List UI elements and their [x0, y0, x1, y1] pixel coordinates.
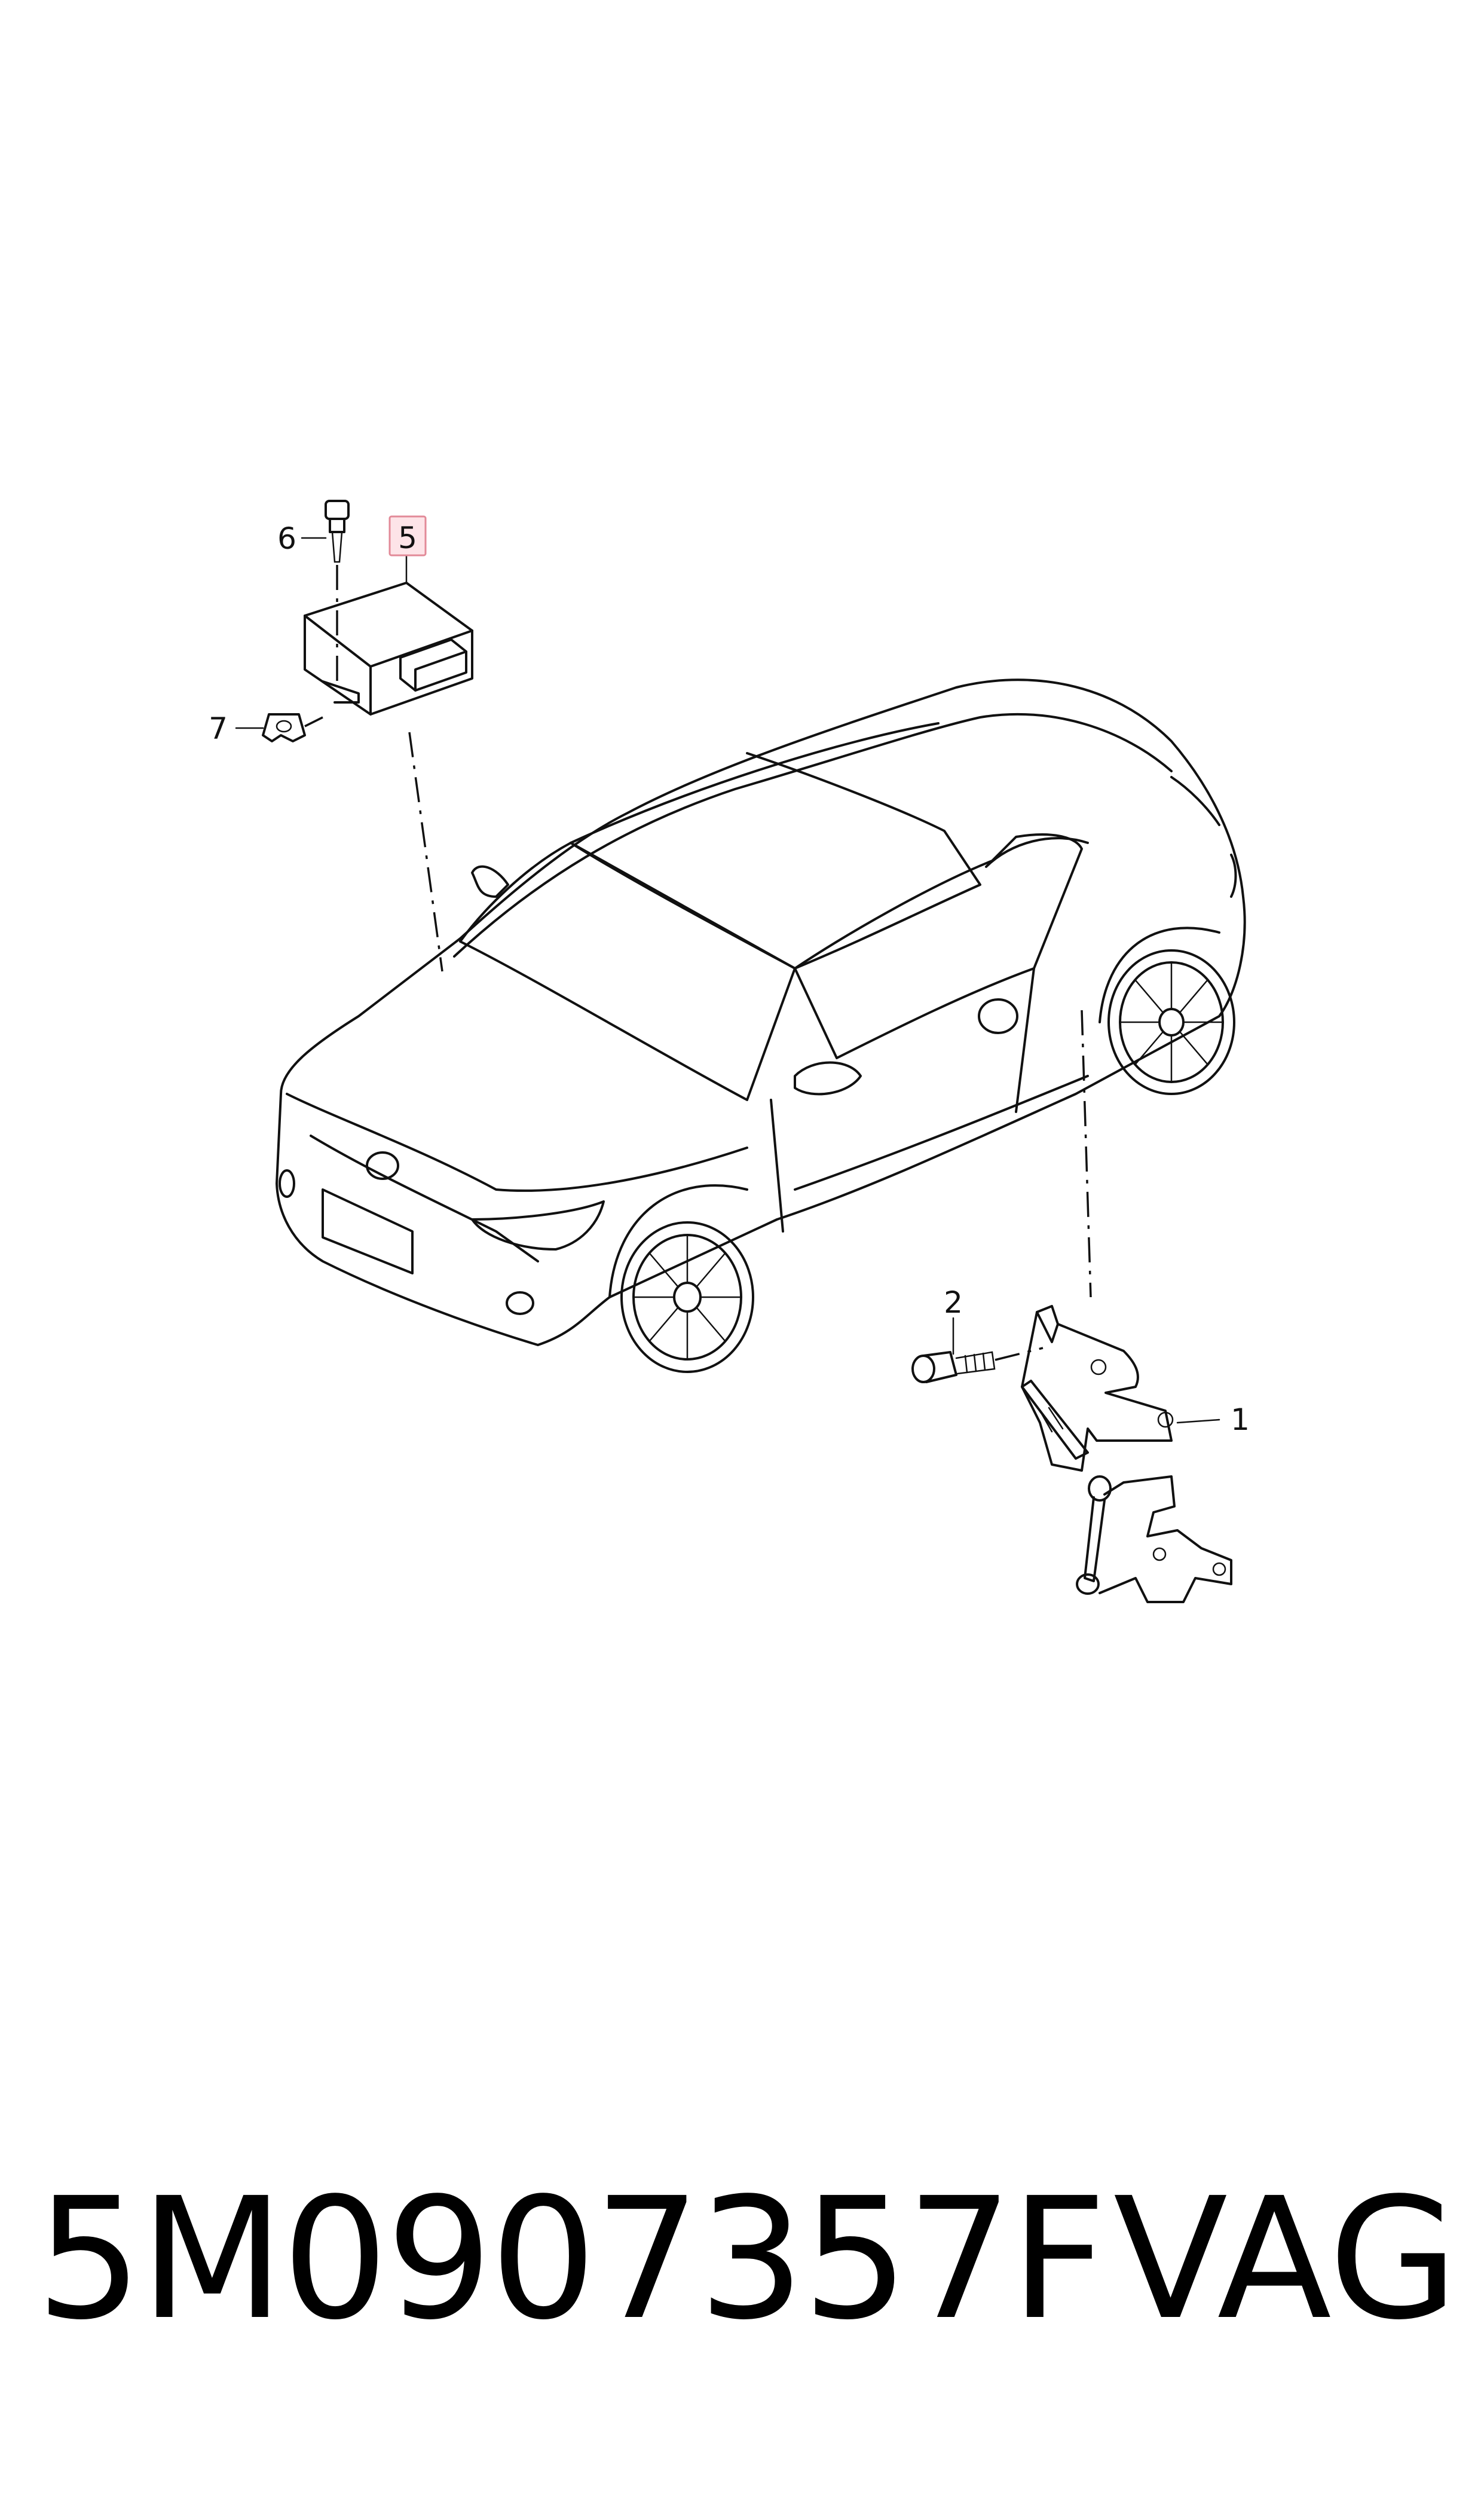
footer: 5M0907357F VAG: [36, 2164, 1458, 2355]
callout-6: 6: [277, 521, 296, 556]
callout-7: 7: [209, 711, 228, 746]
callout-leaders: [235, 537, 1220, 1424]
level-sensor-illustration: [911, 1305, 1232, 1603]
control-unit-illustration: [262, 500, 473, 742]
callout-2: 2: [944, 1285, 963, 1320]
callout-1: 1: [1231, 1402, 1250, 1437]
brand-label: VAG: [1113, 2162, 1458, 2357]
callout-5-highlight: [388, 515, 427, 557]
car-illustration: [276, 678, 1246, 1373]
callout-5: 5: [398, 521, 417, 555]
leader-lines: [408, 732, 1092, 1298]
part-number: 5M0907357F: [36, 2162, 1107, 2357]
